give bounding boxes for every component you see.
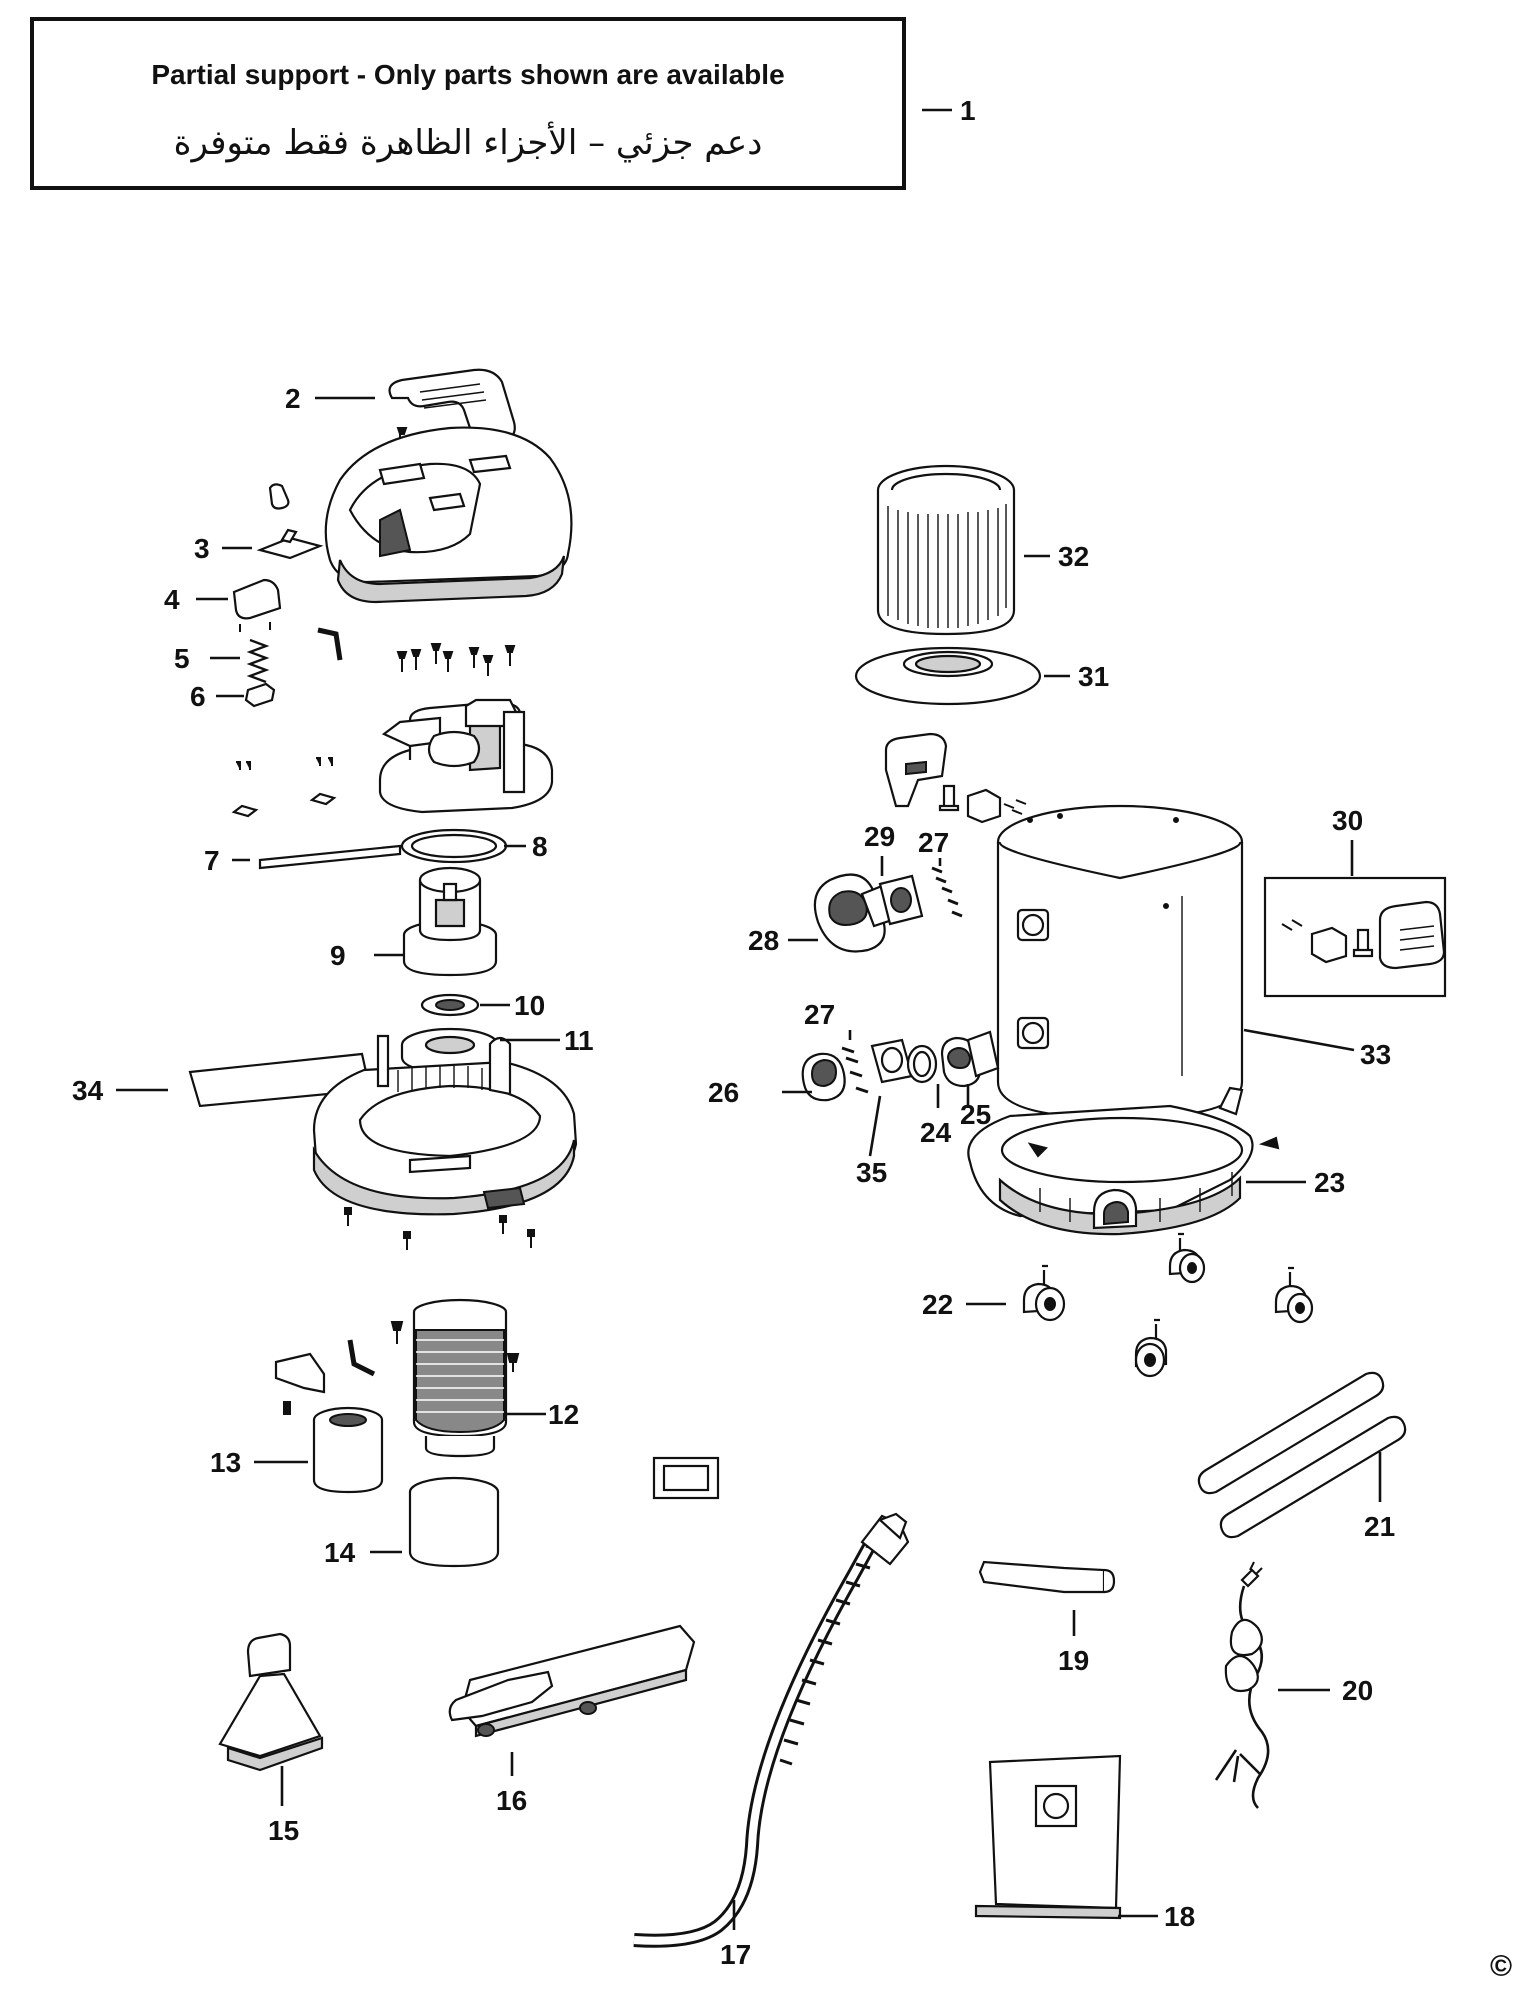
notice-english-text: Partial support - Only parts shown are a… <box>151 59 785 90</box>
part-impeller-washer <box>420 993 480 1017</box>
part-label-8: 8 <box>532 831 548 862</box>
part-cartridge-filter <box>876 464 1016 636</box>
part-outlet-gasket <box>870 1038 914 1084</box>
part-label-17: 17 <box>720 1939 751 1970</box>
part-label-2: 2 <box>285 383 301 414</box>
part-label-31: 31 <box>1078 661 1109 692</box>
partial-support-notice: Partial support - Only parts shown are a… <box>30 17 906 190</box>
part-label-12: 12 <box>548 1399 579 1430</box>
part-label-3: 3 <box>194 533 210 564</box>
part-label-34: 34 <box>72 1075 104 1106</box>
part-hex-key <box>317 627 343 661</box>
part-label-25: 25 <box>960 1099 991 1130</box>
part-outlet-valve <box>940 1030 1000 1088</box>
part-drum-base <box>967 1086 1280 1236</box>
part-crevice-tool <box>978 1560 1116 1594</box>
part-label-18: 18 <box>1164 1901 1195 1932</box>
part-filter-plate <box>854 646 1042 706</box>
part-number-labels: 1 2 3 4 5 6 7 8 9 10 11 12 13 14 15 16 1… <box>72 95 1395 1970</box>
part-hose-inlet <box>813 873 894 953</box>
part-label-33: 33 <box>1360 1039 1391 1070</box>
part-label-32: 32 <box>1058 541 1089 572</box>
part-foam-filter <box>312 1406 384 1494</box>
part-caster <box>1274 1266 1314 1324</box>
part-label-35: 35 <box>856 1157 887 1188</box>
part-inlet-screws <box>931 866 963 918</box>
part-spring <box>246 638 270 684</box>
part-o-ring <box>906 1044 938 1084</box>
part-label-13: 13 <box>210 1447 241 1478</box>
part-cage-screws <box>390 1321 520 1372</box>
part-base-screws <box>344 1207 535 1250</box>
part-rating-label <box>652 1456 720 1500</box>
part-motor-cover <box>378 698 554 814</box>
part-latch-kit <box>1263 876 1447 998</box>
part-deflector <box>274 1352 326 1415</box>
part-switch-plate <box>256 483 324 560</box>
part-spring-cap <box>244 682 276 708</box>
part-label-5: 5 <box>174 643 190 674</box>
part-label-30: 30 <box>1332 805 1363 836</box>
part-floor-nozzle <box>218 1632 324 1772</box>
part-small-screws <box>231 757 337 818</box>
part-outlet-plug <box>801 1052 846 1102</box>
part-drum-latch <box>884 732 1027 824</box>
part-switch-button <box>232 578 282 632</box>
part-power-cord <box>1214 1561 1270 1809</box>
part-gasket-ring <box>400 828 508 864</box>
part-label-11: 11 <box>564 1025 594 1056</box>
part-label-27b: 27 <box>804 999 835 1030</box>
part-caster <box>1134 1318 1168 1378</box>
part-caster <box>1022 1264 1066 1322</box>
part-label-20: 20 <box>1342 1675 1373 1706</box>
part-dust-bag <box>974 1754 1122 1920</box>
copyright-mark: © <box>1490 1950 1513 1983</box>
part-label-19: 19 <box>1058 1645 1089 1676</box>
part-label-9: 9 <box>330 940 346 971</box>
part-label-29: 29 <box>864 821 895 852</box>
part-caster <box>1168 1232 1206 1284</box>
part-top-housing <box>324 426 573 604</box>
notice-arabic-text: دعم جزئي – الأجزاء الظاهرة فقط متوفرة <box>173 123 763 163</box>
part-label-10: 10 <box>514 990 545 1021</box>
part-flexible-hose <box>633 1512 910 1948</box>
part-motor <box>402 866 498 977</box>
part-label-7: 7 <box>204 845 220 876</box>
part-inlet-gasket <box>878 874 924 926</box>
part-label-24: 24 <box>920 1117 952 1148</box>
part-label-21: 21 <box>1364 1511 1395 1542</box>
part-label-6: 6 <box>190 681 206 712</box>
part-label-26: 26 <box>708 1077 739 1108</box>
part-label-28: 28 <box>748 925 779 956</box>
part-label-16: 16 <box>496 1785 527 1816</box>
part-label-23: 23 <box>1314 1167 1345 1198</box>
part-wide-nozzle <box>448 1624 696 1738</box>
part-collector-cylinder <box>408 1476 500 1568</box>
part-outlet-screws <box>841 1046 869 1094</box>
part-lower-housing <box>312 1034 578 1216</box>
part-label-1: 1 <box>960 95 976 126</box>
part-filter-cage <box>412 1298 508 1458</box>
part-label-15: 15 <box>268 1815 299 1846</box>
part-label-14: 14 <box>324 1537 356 1568</box>
part-extension-tubes <box>1197 1371 1407 1539</box>
part-label-4: 4 <box>164 584 180 615</box>
part-seal-strip <box>258 844 402 870</box>
part-collection-drum <box>996 804 1244 1120</box>
part-screws-row <box>396 643 516 676</box>
part-label-22: 22 <box>922 1289 953 1320</box>
part-small-hex-key <box>347 1339 376 1377</box>
leader-lines <box>116 108 1382 1930</box>
part-label-27a: 27 <box>918 827 949 858</box>
